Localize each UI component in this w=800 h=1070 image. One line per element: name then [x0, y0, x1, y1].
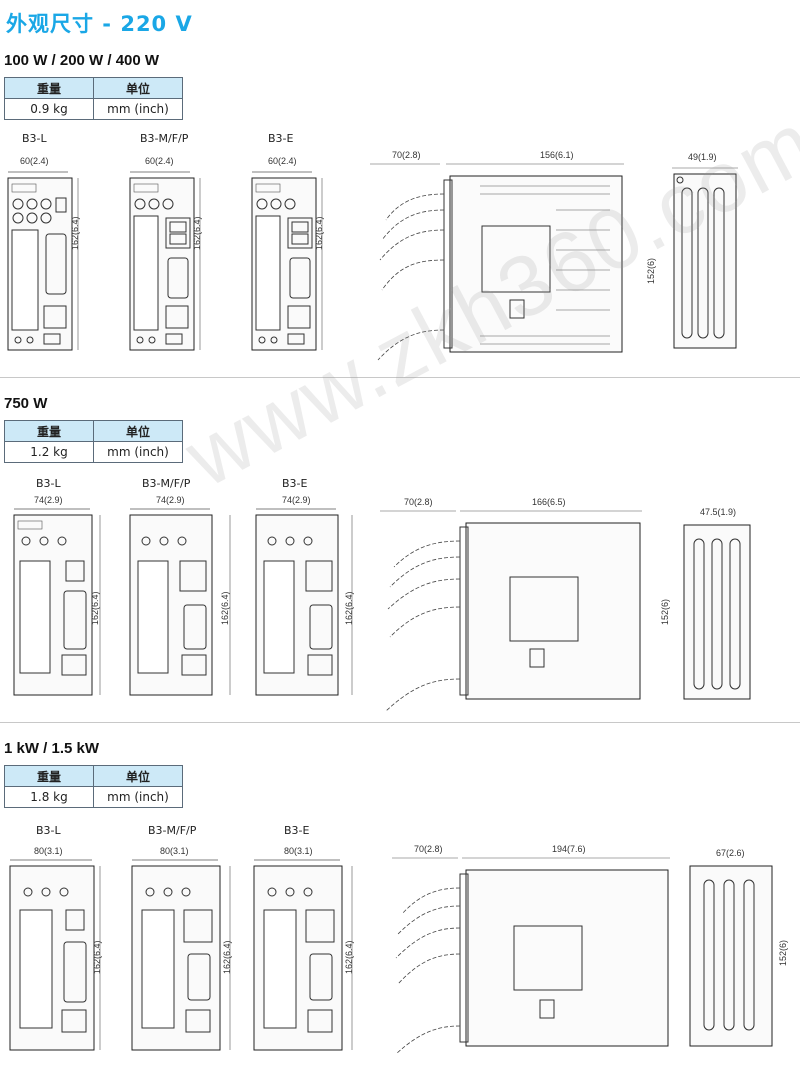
side-width-dim: 49(1.9) — [688, 152, 717, 162]
power-rating: 750 W — [4, 395, 48, 412]
page-title: 外观尺寸 - 220 V — [6, 12, 193, 36]
drive-front-b3-mfp — [129, 508, 231, 696]
width-dim-b3-e: 80(3.1) — [284, 846, 313, 856]
height-dim-b3-mfp: 162(6.4) — [192, 216, 202, 250]
width-dim-b3-e: 74(2.9) — [282, 495, 311, 505]
model-label-b3-mfp: B3-M/F/P — [142, 477, 191, 490]
cable-dim: 70(2.8) — [414, 844, 443, 854]
drive-back-view — [672, 167, 738, 349]
weight-header: 重量 — [4, 420, 94, 442]
drive-front-b3-l — [7, 171, 79, 351]
width-dim-b3-mfp: 60(2.4) — [145, 156, 174, 166]
unit-value: mm (inch) — [93, 441, 183, 463]
drive-back-view — [683, 524, 751, 700]
weight-header: 重量 — [4, 765, 94, 787]
model-label-b3-e: B3-E — [284, 824, 310, 837]
height-dim-b3-mfp: 162(6.4) — [220, 591, 230, 625]
power-rating: 100 W / 200 W / 400 W — [4, 52, 160, 69]
drive-back-view — [689, 865, 773, 1047]
model-label-b3-e: B3-E — [268, 132, 294, 145]
drive-side-view — [370, 163, 624, 361]
model-label-b3-l: B3-L — [36, 477, 61, 490]
model-label-b3-l: B3-L — [36, 824, 61, 837]
height-dim-b3-l: 162(6.4) — [70, 216, 80, 250]
model-label-b3-e: B3-E — [282, 477, 308, 490]
width-dim-b3-mfp: 74(2.9) — [156, 495, 185, 505]
depth-dim: 156(6.1) — [540, 150, 574, 160]
power-rating: 1 kW / 1.5 kW — [4, 740, 100, 757]
section-divider — [0, 722, 800, 723]
width-dim-b3-e: 60(2.4) — [268, 156, 297, 166]
cable-dim: 70(2.8) — [404, 497, 433, 507]
weight-value: 0.9 kg — [4, 98, 94, 120]
unit-header: 单位 — [93, 765, 183, 787]
drive-front-b3-mfp — [131, 859, 231, 1051]
depth-dim: 166(6.5) — [532, 497, 566, 507]
width-dim-b3-mfp: 80(3.1) — [160, 846, 189, 856]
drive-front-b3-e — [253, 859, 353, 1051]
height-dim-b3-e: 162(6.4) — [344, 940, 354, 974]
height-dim-b3-e: 162(6.4) — [314, 216, 324, 250]
drive-front-b3-e — [255, 508, 353, 696]
side-width-dim: 47.5(1.9) — [700, 507, 737, 517]
unit-header: 单位 — [93, 77, 183, 99]
height-dim-b3-l: 162(6.4) — [92, 940, 102, 974]
weight-value: 1.8 kg — [4, 786, 94, 808]
drive-front-b3-l — [9, 859, 101, 1051]
model-label-b3-l: B3-L — [22, 132, 47, 145]
depth-dim: 194(7.6) — [552, 844, 586, 854]
model-label-b3-mfp: B3-M/F/P — [148, 824, 197, 837]
height-dim-b3-mfp: 162(6.4) — [222, 940, 232, 974]
drive-front-b3-l — [13, 508, 101, 696]
unit-value: mm (inch) — [93, 98, 183, 120]
side-width-dim: 67(2.6) — [716, 848, 745, 858]
width-dim-b3-l: 60(2.4) — [20, 156, 49, 166]
side-height-dim: 152(6) — [646, 257, 656, 284]
side-height-dim: 152(6) — [660, 598, 670, 625]
drive-front-b3-mfp — [129, 171, 201, 351]
drive-side-view — [392, 857, 670, 1055]
weight-value: 1.2 kg — [4, 441, 94, 463]
unit-value: mm (inch) — [93, 786, 183, 808]
weight-header: 重量 — [4, 77, 94, 99]
height-dim-b3-l: 162(6.4) — [90, 591, 100, 625]
model-label-b3-mfp: B3-M/F/P — [140, 132, 189, 145]
height-dim-b3-e: 162(6.4) — [344, 591, 354, 625]
unit-header: 单位 — [93, 420, 183, 442]
section-divider — [0, 377, 800, 378]
width-dim-b3-l: 74(2.9) — [34, 495, 63, 505]
drive-side-view — [380, 510, 642, 712]
drive-front-b3-e — [251, 171, 323, 351]
cable-dim: 70(2.8) — [392, 150, 421, 160]
width-dim-b3-l: 80(3.1) — [34, 846, 63, 856]
